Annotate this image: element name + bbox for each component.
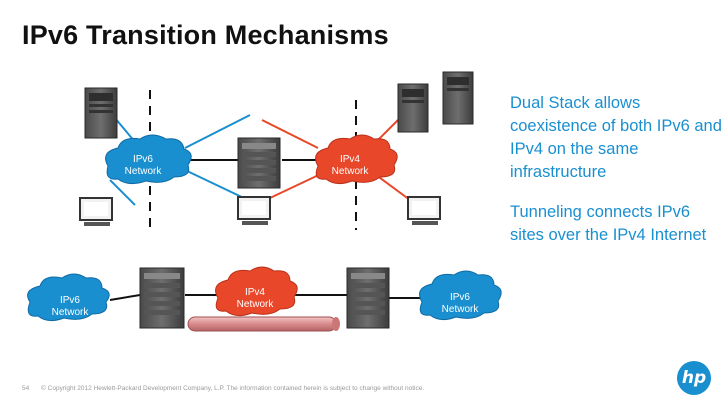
cloud-label-line1: IPv4 (245, 287, 265, 298)
link-red-lower (269, 171, 326, 199)
server-icon (84, 87, 118, 139)
server-icon (442, 71, 474, 125)
ipv4-network-cloud: IPv4 Network (215, 266, 298, 317)
cloud-label-line2: Network (52, 307, 90, 318)
link-blue-upper (184, 114, 251, 149)
server-icon (397, 83, 429, 133)
hp-logo-icon: hp (677, 361, 711, 395)
pc-icon (237, 196, 271, 225)
ipv6-network-cloud: IPv6 Network (419, 270, 502, 321)
copyright-notice: © Copyright 2012 Hewlett-Packard Develop… (41, 385, 425, 392)
ipv6-network-cloud: IPv6 Network (105, 134, 192, 185)
cloud-label-line1: IPv6 (133, 154, 153, 165)
link-blue-lower (184, 169, 249, 201)
cloud-label-line2: Network (442, 304, 480, 315)
ipv4-network-cloud: IPv4 Network (315, 134, 398, 185)
bullet-list: Dual Stack allows coexistence of both IP… (510, 92, 724, 264)
cloud-label-line1: IPv6 (60, 295, 80, 306)
link-ipv6-pc (109, 179, 136, 206)
cloud-label-line2: Network (125, 166, 163, 177)
tunnel-tube (187, 316, 340, 332)
router-icon (346, 267, 390, 329)
router-icon (237, 137, 281, 189)
ipv6-network-cloud: IPv6 Network (27, 273, 110, 322)
cloud-label-line2: Network (237, 299, 275, 310)
cloud-label-line1: IPv6 (450, 292, 470, 303)
page-number: 54 (22, 385, 30, 392)
cloud-label-line1: IPv4 (340, 154, 360, 165)
cloud-label-line2: Network (332, 166, 370, 177)
pc-icon (79, 197, 113, 226)
slide-title: IPv6 Transition Mechanisms (22, 20, 389, 50)
link-red-upper (261, 119, 319, 149)
footer: 54 © Copyright 2012 Hewlett-Packard Deve… (22, 385, 424, 392)
link-ipv6-router-left (109, 294, 141, 301)
pc-icon (407, 196, 441, 225)
bullet-dual-stack: Dual Stack allows coexistence of both IP… (510, 94, 722, 181)
router-icon (139, 267, 185, 329)
bullet-tunneling: Tunneling connects IPv6 sites over the I… (510, 203, 707, 244)
